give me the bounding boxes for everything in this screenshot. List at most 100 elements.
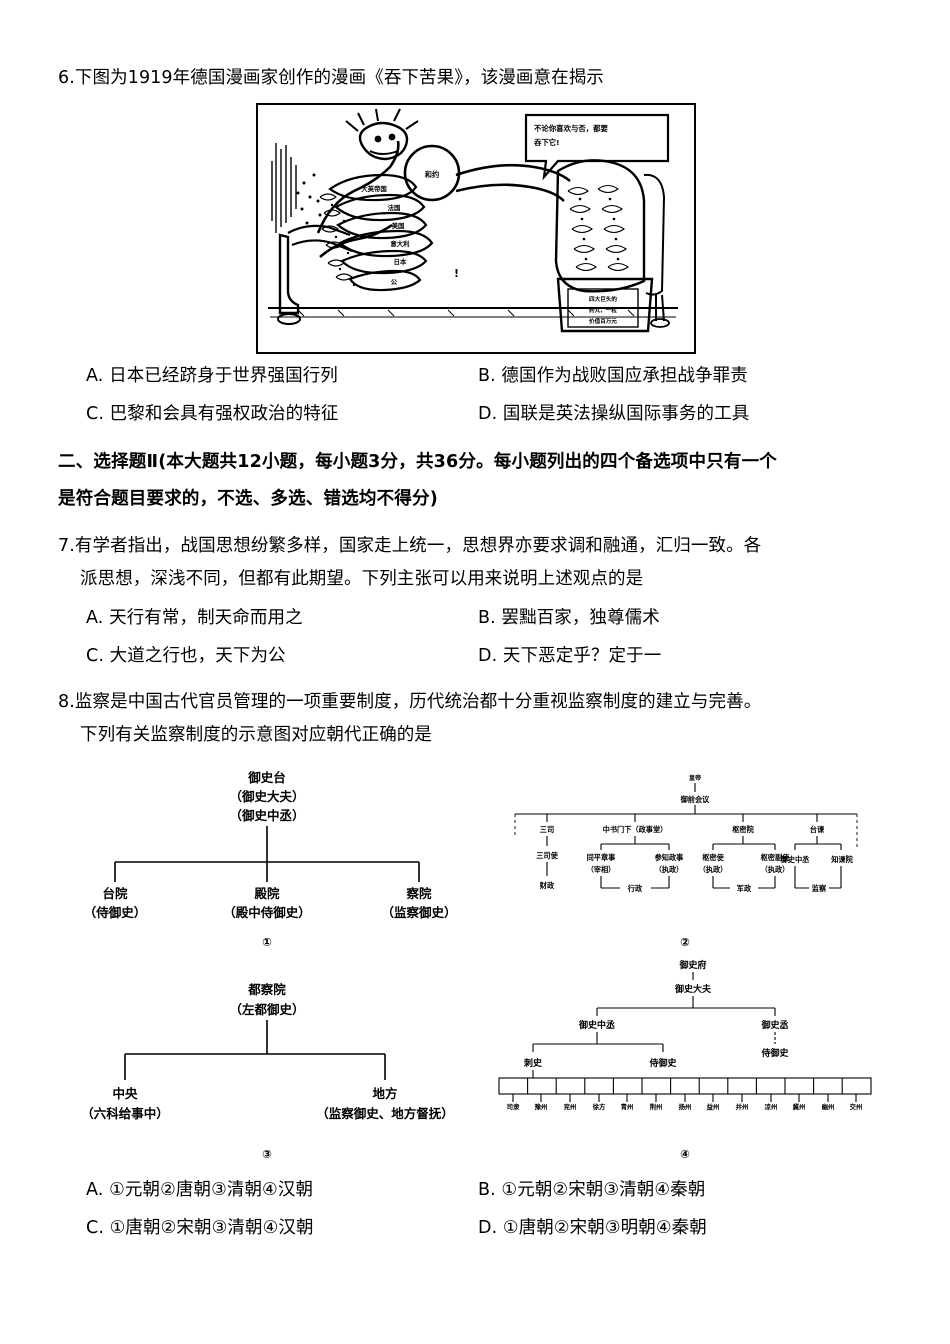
cartoon-hand-label-2: 美国 <box>392 221 405 230</box>
diagram-4-level-3-left-1: 侍御史 <box>648 1057 677 1069</box>
diagram-4-level-3-right-0: 侍御史 <box>760 1047 789 1059</box>
diagram-3-child-0-name: 中央 <box>112 1086 138 1101</box>
page-content: 6.下图为1919年德国漫画家创作的漫画《吞下苦果》，该漫画意在揭示 <box>58 62 894 1244</box>
diagram-2-branch-3-mid-1: 知谏院 <box>830 855 853 864</box>
diagram-4-province-12: 交州 <box>850 1102 863 1111</box>
cartoon-illustration: 大英帝国 法国 美国 意大利 日本 公 <box>258 105 689 347</box>
diagram-2-marker: ② <box>680 935 690 949</box>
cartoon-hand-label-1: 法国 <box>388 203 401 212</box>
diagram-3-child-0-sub: （六科给事中） <box>81 1106 169 1121</box>
cartoon-speech-bubble-line1: 不论你喜欢与否，都要 <box>534 124 609 133</box>
question-7-line-2: 派思想，深浅不同，但都有此期望。下列主张可以用来说明上述观点的是 <box>80 569 644 589</box>
section-2-line-2: 是符合题目要求的，不选、多选、错选均不得分) <box>58 489 438 509</box>
question-6-options: A. 日本已经跻身于世界强国行列 B. 德国作为战败国应承担战争罪责 C. 巴黎… <box>58 360 894 430</box>
diagram-2-branch-1-name: 中书门下（政事堂） <box>603 825 668 834</box>
diagram-3-marker: ③ <box>262 1147 272 1161</box>
diagram-1-marker: ① <box>262 935 272 949</box>
diagram-2-branch-2-mid-2: 枢密副使 <box>761 853 791 862</box>
diagram-4-province-11: 幽州 <box>822 1102 835 1111</box>
diagram-4-marker: ④ <box>680 1147 690 1161</box>
cartoon-barrel-label: 四大巨头的 <box>589 295 617 303</box>
diagram-3: 都察院 （左都御史） 中央 （六科给事中） 地方 （监察御史、地方督抚） ③ <box>58 952 476 1172</box>
svg-text:价值百万元: 价值百万元 <box>589 317 617 325</box>
diagram-1: 御史台 （御史大夫） （御史中丞） 台院 （侍御史） 殿院 （殿中侍御史） 察院… <box>58 762 476 952</box>
diagram-4-province-5: 荆州 <box>650 1102 663 1111</box>
diagram-1-child-0-name: 台院 <box>102 886 128 901</box>
diagram-4-level-2-1: 御史丞 <box>760 1019 788 1031</box>
diagram-4-province-1: 豫州 <box>535 1102 548 1111</box>
diagram-2: 皇帝 御前会议 三司 三司使 财政 中书门下（政事堂） <box>476 762 894 952</box>
diagram-2-branch-0-mid-0: 三司使 <box>536 851 558 860</box>
question-6-option-c[interactable]: C. 巴黎和会具有强权政治的特征 <box>86 404 339 424</box>
question-8-option-d[interactable]: D. ①唐朝②宋朝③明朝④秦朝 <box>478 1218 707 1238</box>
question-8-stem: 8.监察是中国古代官员管理的一项重要制度，历代统治都十分重视监察制度的建立与完善… <box>58 686 894 752</box>
diagram-4-provinces: 司隶 豫州 兖州 徐方 青州 荆州 扬州 益州 并州 凉州 冀州 幽州 交州 <box>498 1077 872 1111</box>
diagram-4-province-10: 冀州 <box>793 1102 806 1111</box>
question-8-line-1: 监察是中国古代官员管理的一项重要制度，历代统治都十分重视监察制度的建立与完善。 <box>74 692 762 712</box>
diagram-2-branch-1-mid-0: 同平章事 <box>587 853 617 862</box>
question-6-figure: 大英帝国 法国 美国 意大利 日本 公 <box>58 103 894 354</box>
question-6-option-a[interactable]: A. 日本已经跻身于世界强国行列 <box>86 366 338 386</box>
diagram-3-child-1-sub: （监察御史、地方督抚） <box>316 1106 454 1121</box>
diagram-4-province-7: 益州 <box>707 1102 720 1111</box>
question-7-option-d[interactable]: D. 天下恶定乎？定于一 <box>478 646 662 666</box>
diagram-1-root-sub-1: （御史大夫） <box>229 789 304 804</box>
question-6-stem: 6.下图为1919年德国漫画家创作的漫画《吞下苦果》，该漫画意在揭示 <box>58 62 894 95</box>
question-7-number: 7. <box>58 536 75 556</box>
diagram-2-council: 御前会议 <box>680 795 711 804</box>
diagram-2-branch-2-bottom: 军政 <box>737 884 752 893</box>
diagram-1-child-1-name: 殿院 <box>253 886 280 901</box>
svg-text:药丸，一粒: 药丸，一粒 <box>589 306 617 314</box>
question-6-text: 下图为1919年德国漫画家创作的漫画《吞下苦果》，该漫画意在揭示 <box>74 68 604 88</box>
diagram-1-root-sub-2: （御史中丞） <box>229 808 304 823</box>
question-8-option-b[interactable]: B. ①元朝②宋朝③清朝④秦朝 <box>478 1180 706 1200</box>
diagram-2-branch-2-mid-3: （执政） <box>761 865 790 874</box>
question-6-option-d[interactable]: D. 国联是英法操纵国际事务的工具 <box>478 404 750 424</box>
question-8-option-a[interactable]: A. ①元朝②唐朝③清朝④汉朝 <box>86 1180 314 1200</box>
cartoon-pill-label: 和约 <box>424 170 439 179</box>
question-8-diagrams-row-1: 御史台 （御史大夫） （御史中丞） 台院 （侍御史） 殿院 （殿中侍御史） 察院… <box>58 762 894 952</box>
diagram-4-province-3: 徐方 <box>592 1102 606 1111</box>
diagram-1-child-2-name: 察院 <box>406 886 432 901</box>
question-7-options: A. 天行有常，制天命而用之 B. 罢黜百家，独尊儒术 C. 大道之行也，天下为… <box>58 602 894 672</box>
question-7-option-b[interactable]: B. 罢黜百家，独尊儒术 <box>478 608 660 628</box>
cartoon-exclamation: ! <box>454 267 459 280</box>
question-8-line-2: 下列有关监察制度的示意图对应朝代正确的是 <box>80 725 432 745</box>
cartoon-small-label: 公 <box>391 278 398 286</box>
question-8-option-c[interactable]: C. ①唐朝②宋朝③清朝④汉朝 <box>86 1218 314 1238</box>
question-7-line-1: 有学者指出，战国思想纷繁多样，国家走上统一，思想界亦要求调和融通，汇归一致。各 <box>74 536 762 556</box>
diagram-1-child-2-sub: （监察御史） <box>381 905 456 920</box>
diagram-2-branch-2-mid-1: （执政） <box>699 865 728 874</box>
diagram-3-child-1-name: 地方 <box>372 1086 397 1101</box>
diagram-4-root: 御史府 <box>678 959 706 971</box>
diagram-1-child-1-sub: （殿中侍御史） <box>223 905 311 920</box>
question-8-options: A. ①元朝②唐朝③清朝④汉朝 B. ①元朝②宋朝③清朝④秦朝 C. ①唐朝②宋… <box>58 1174 894 1244</box>
diagram-4-level-2-0: 御史中丞 <box>578 1019 615 1031</box>
section-2-line-1: 二、选择题Ⅱ(本大题共12小题，每小题3分，共36分。每小题列出的四个备选项中只… <box>58 452 778 472</box>
diagram-2-branch-0-bottom: 财政 <box>539 881 555 890</box>
question-7-option-a[interactable]: A. 天行有常，制天命而用之 <box>86 608 303 628</box>
diagram-2-branch-3-name: 台谏 <box>810 825 825 834</box>
diagram-1-child-0-sub: （侍御史） <box>84 905 147 920</box>
diagram-2-branch-2-mid-0: 枢密使 <box>702 853 724 862</box>
diagram-2-branch-3-mid-0: 御史中丞 <box>780 855 811 864</box>
diagram-2-branch-0-name: 三司 <box>540 825 554 834</box>
diagram-4-province-9: 凉州 <box>765 1102 778 1111</box>
diagram-2-branch-1-mid-1: （宰相） <box>587 865 616 874</box>
diagram-2-branch-3-bottom: 监察 <box>812 884 827 893</box>
diagram-2-branch-1-mid-3: （执政） <box>655 865 684 874</box>
question-7-option-c[interactable]: C. 大道之行也，天下为公 <box>86 646 286 666</box>
question-7-stem: 7.有学者指出，战国思想纷繁多样，国家走上统一，思想界亦要求调和融通，汇归一致。… <box>58 530 894 596</box>
diagram-2-svg: 皇帝 御前会议 三司 三司使 财政 中书门下（政事堂） <box>514 774 858 949</box>
diagram-2-branch-1-mid-2: 参知政事 <box>654 853 685 862</box>
diagram-4-root-sub-1: 御史大夫 <box>674 983 712 995</box>
diagram-2-branch-1-bottom: 行政 <box>627 884 643 893</box>
question-6-option-b[interactable]: B. 德国作为战败国应承担战争罪责 <box>478 366 748 386</box>
cartoon-speech-bubble-line2: 吞下它! <box>534 138 560 147</box>
diagram-1-root: 御史台 <box>247 770 286 785</box>
question-6-number: 6. <box>58 68 75 88</box>
diagram-4-province-8: 并州 <box>736 1102 749 1111</box>
cartoon-swallow-the-bitter-fruit: 大英帝国 法国 美国 意大利 日本 公 <box>256 103 696 354</box>
diagram-3-root: 都察院 <box>247 982 286 997</box>
